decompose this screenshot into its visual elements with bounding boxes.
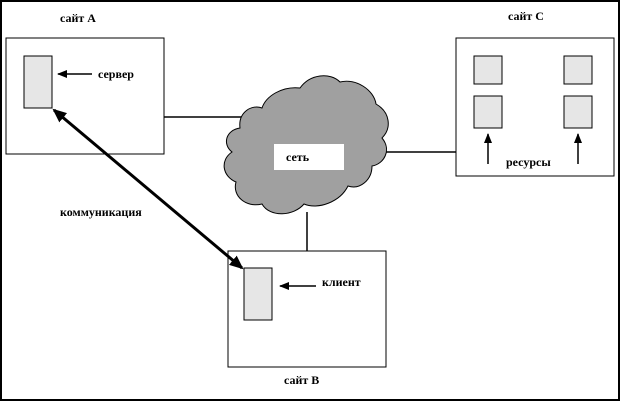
- resource-box: [473, 95, 503, 129]
- network-label-plate: [274, 144, 344, 170]
- communication-arrow: [52, 108, 244, 270]
- client-device: [243, 267, 273, 321]
- resources-label: ресурсы: [506, 155, 551, 169]
- site-b-label: сайт В: [284, 373, 319, 387]
- resource-box: [563, 95, 593, 129]
- resource-box: [473, 55, 503, 85]
- client-label: клиент: [322, 275, 361, 289]
- server-device: [23, 55, 53, 109]
- communication-label: коммуникация: [60, 205, 142, 219]
- site-a-label: сайт А: [60, 11, 96, 25]
- site-c-label: сайт С: [508, 9, 544, 23]
- network-label: сеть: [286, 150, 310, 164]
- resource-box: [563, 55, 593, 85]
- server-label: сервер: [98, 67, 134, 81]
